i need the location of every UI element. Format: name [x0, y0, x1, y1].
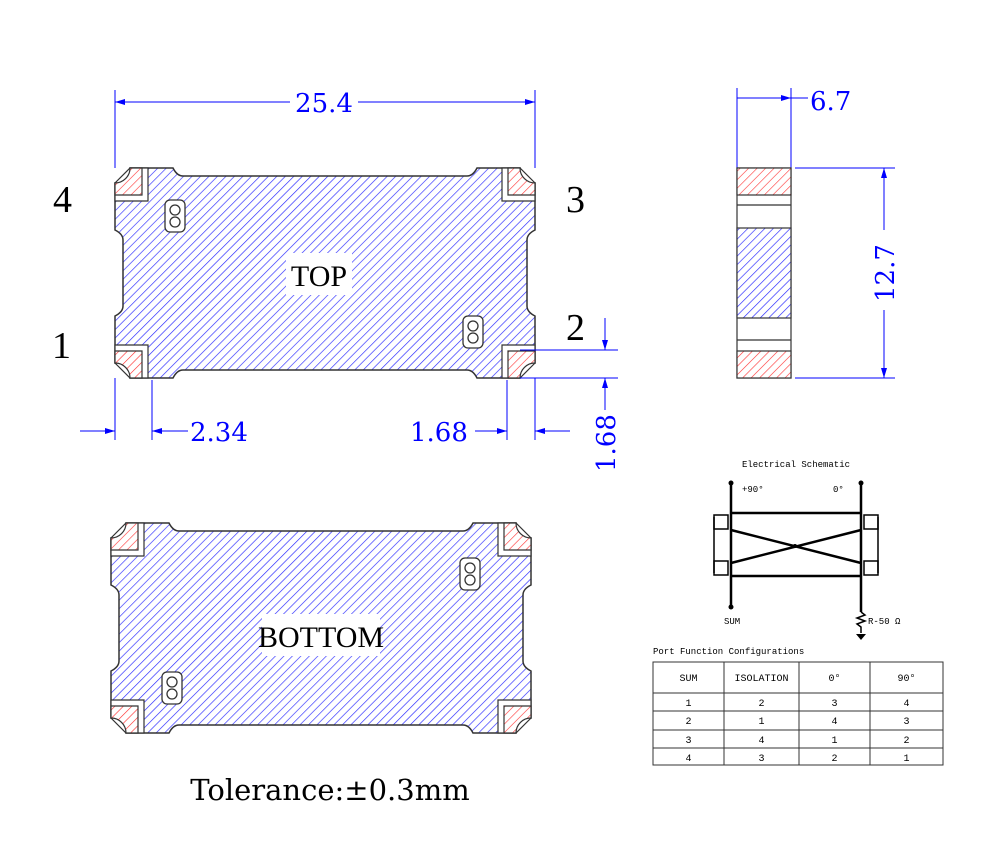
pin-2-label: 2	[566, 307, 585, 349]
pad-height-dimension: 1.68	[592, 414, 622, 472]
table-cell: 1	[903, 754, 909, 765]
port-plus90-label: +90°	[742, 485, 764, 495]
bottom-label: BOTTOM	[258, 621, 384, 654]
table-header-cell: SUM	[679, 674, 697, 685]
table-cell: 4	[831, 717, 837, 728]
side-view	[736, 167, 792, 379]
table-header-cell: ISOLATION	[734, 674, 788, 685]
top-label: TOP	[291, 260, 347, 293]
table-title: Port Function Configurations	[653, 647, 804, 657]
table-cell: 3	[685, 736, 691, 747]
table-header-cell: 0°	[828, 673, 840, 685]
port-sum-label: SUM	[724, 617, 740, 627]
table-cell: 2	[685, 717, 691, 728]
dimension-lines	[80, 88, 895, 440]
pin-1-label: 1	[52, 325, 71, 367]
table-cell: 2	[903, 736, 909, 747]
table-cell: 1	[758, 717, 764, 728]
table-cell: 1	[831, 736, 837, 747]
table-cell: 4	[685, 754, 691, 765]
resistor-label: R-50 Ω	[868, 617, 901, 627]
thickness-dimension: 6.7	[810, 87, 851, 117]
electrical-schematic: Electrical Schematic +90° 0° SUM R-50 Ω	[713, 460, 901, 640]
pin-4-label: 4	[53, 179, 72, 221]
port-function-table: Port Function Configurations SUM ISOLATIO…	[652, 647, 944, 766]
width-dimension: 12.7	[871, 244, 901, 302]
pad-left-dimension: 2.34	[190, 418, 248, 448]
table-header-cell: 90°	[897, 673, 915, 685]
table-cell: 4	[758, 736, 764, 747]
table-cell: 2	[831, 754, 837, 765]
length-dimension: 25.4	[295, 89, 353, 119]
table-cell: 3	[831, 699, 837, 710]
table-cell: 3	[903, 717, 909, 728]
pad-right-dimension: 1.68	[410, 418, 468, 448]
schematic-title: Electrical Schematic	[742, 460, 850, 470]
pin-3-label: 3	[566, 179, 585, 221]
top-view: TOP	[114, 167, 536, 379]
table-cell: 3	[758, 754, 764, 765]
table-cell: 1	[685, 699, 691, 710]
port-0-label: 0°	[833, 485, 844, 495]
table-cell: 2	[758, 699, 764, 710]
table-cell: 4	[903, 699, 909, 710]
tolerance-note: Tolerance:±0.3mm	[190, 773, 469, 807]
bottom-view: BOTTOM	[110, 522, 532, 734]
